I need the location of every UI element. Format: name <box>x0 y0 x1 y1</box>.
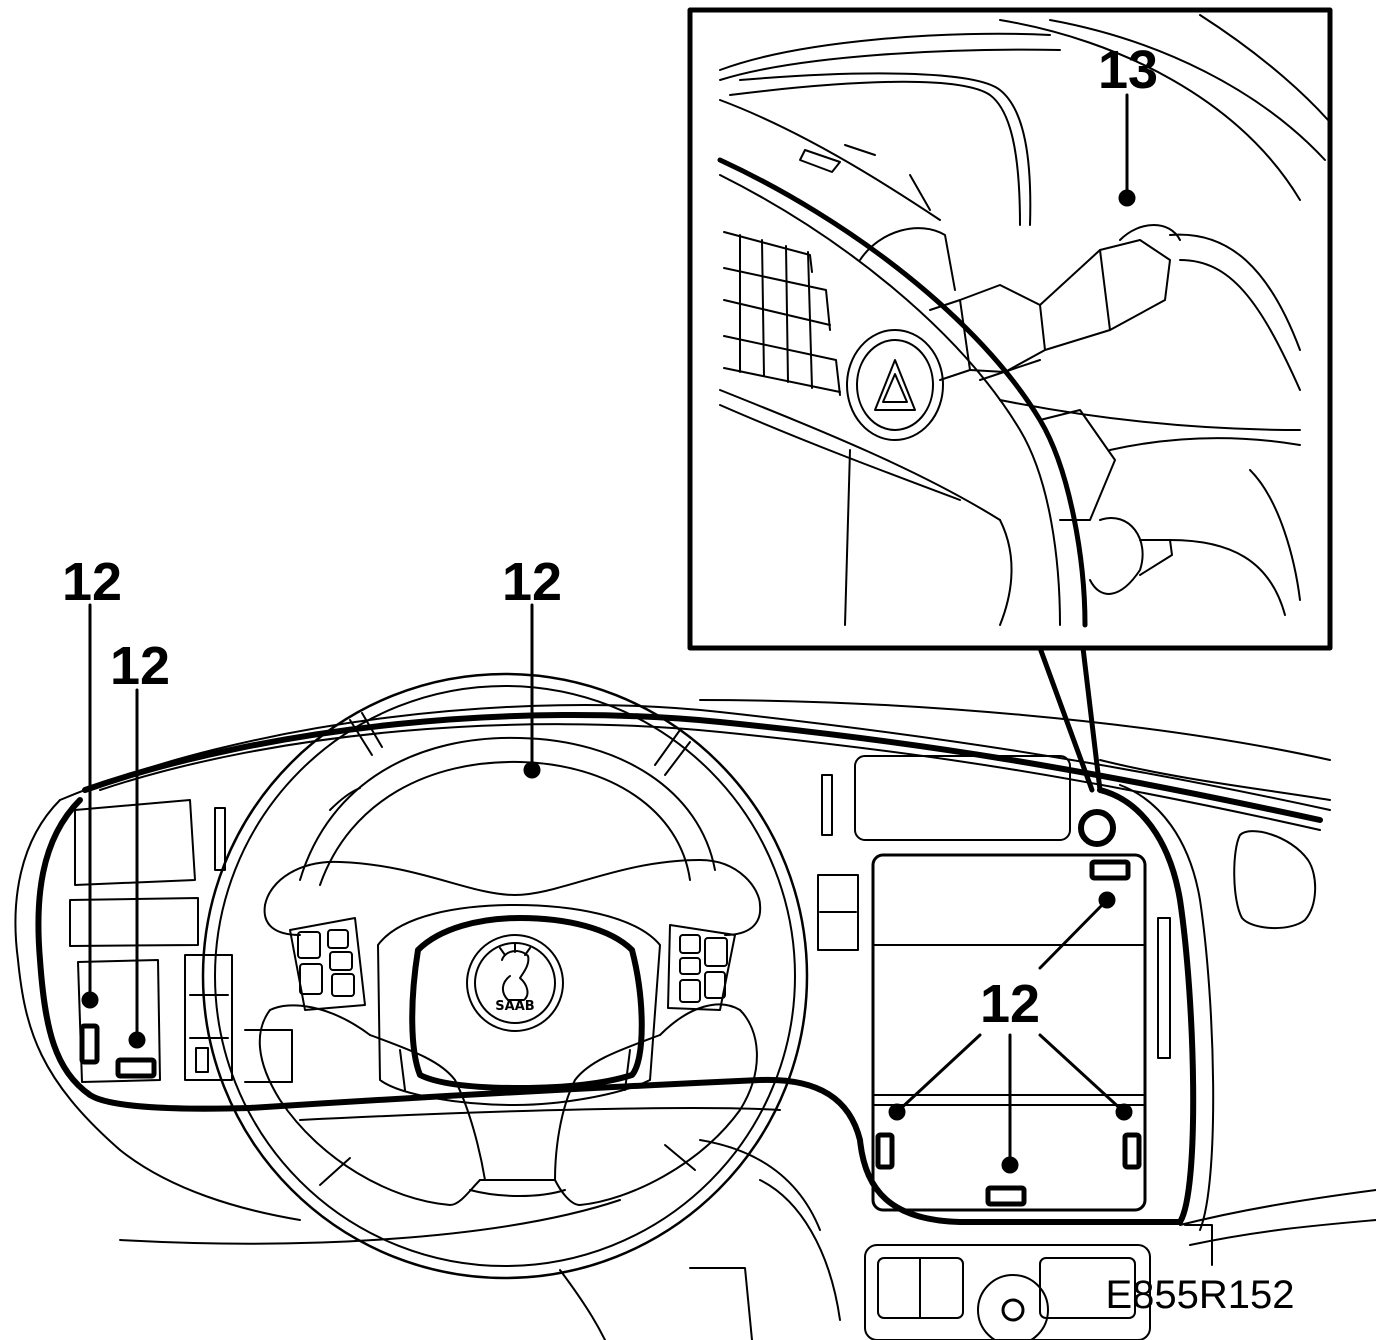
center-console <box>817 755 1171 1340</box>
figure-code: E855R152 <box>1105 1273 1294 1317</box>
left-vent-clip-lower <box>115 1057 157 1079</box>
left-instrument-panel <box>69 799 293 1083</box>
callout-leader-12-console <box>888 891 1133 1174</box>
callout-label-12-left-upper: 12 <box>62 552 122 612</box>
left-vent-clip-upper <box>79 1023 100 1065</box>
callout-label-12-console: 12 <box>980 974 1040 1034</box>
callout-label-12-left-lower: 12 <box>110 636 170 696</box>
console-clips <box>875 859 1142 1207</box>
callout-leader-12-wheel <box>523 603 541 779</box>
steering-wheel <box>201 672 809 1280</box>
wheel-right-buttons <box>667 924 736 1011</box>
wheel-left-buttons <box>289 917 366 1011</box>
callout-leader-13 <box>1118 93 1136 207</box>
inset-frame <box>687 7 1333 793</box>
callout-leader-12-left-lower <box>128 688 146 1049</box>
callout-leader-12-left-upper <box>81 603 99 1009</box>
inset-detail <box>717 14 1329 628</box>
hazard-switch-location <box>1078 809 1116 847</box>
dashboard-outline <box>14 699 1376 1340</box>
callout-label-12-wheel: 12 <box>502 552 562 612</box>
callout-label-13: 13 <box>1098 40 1158 100</box>
wheel-logo-text: SAAB <box>495 999 534 1014</box>
